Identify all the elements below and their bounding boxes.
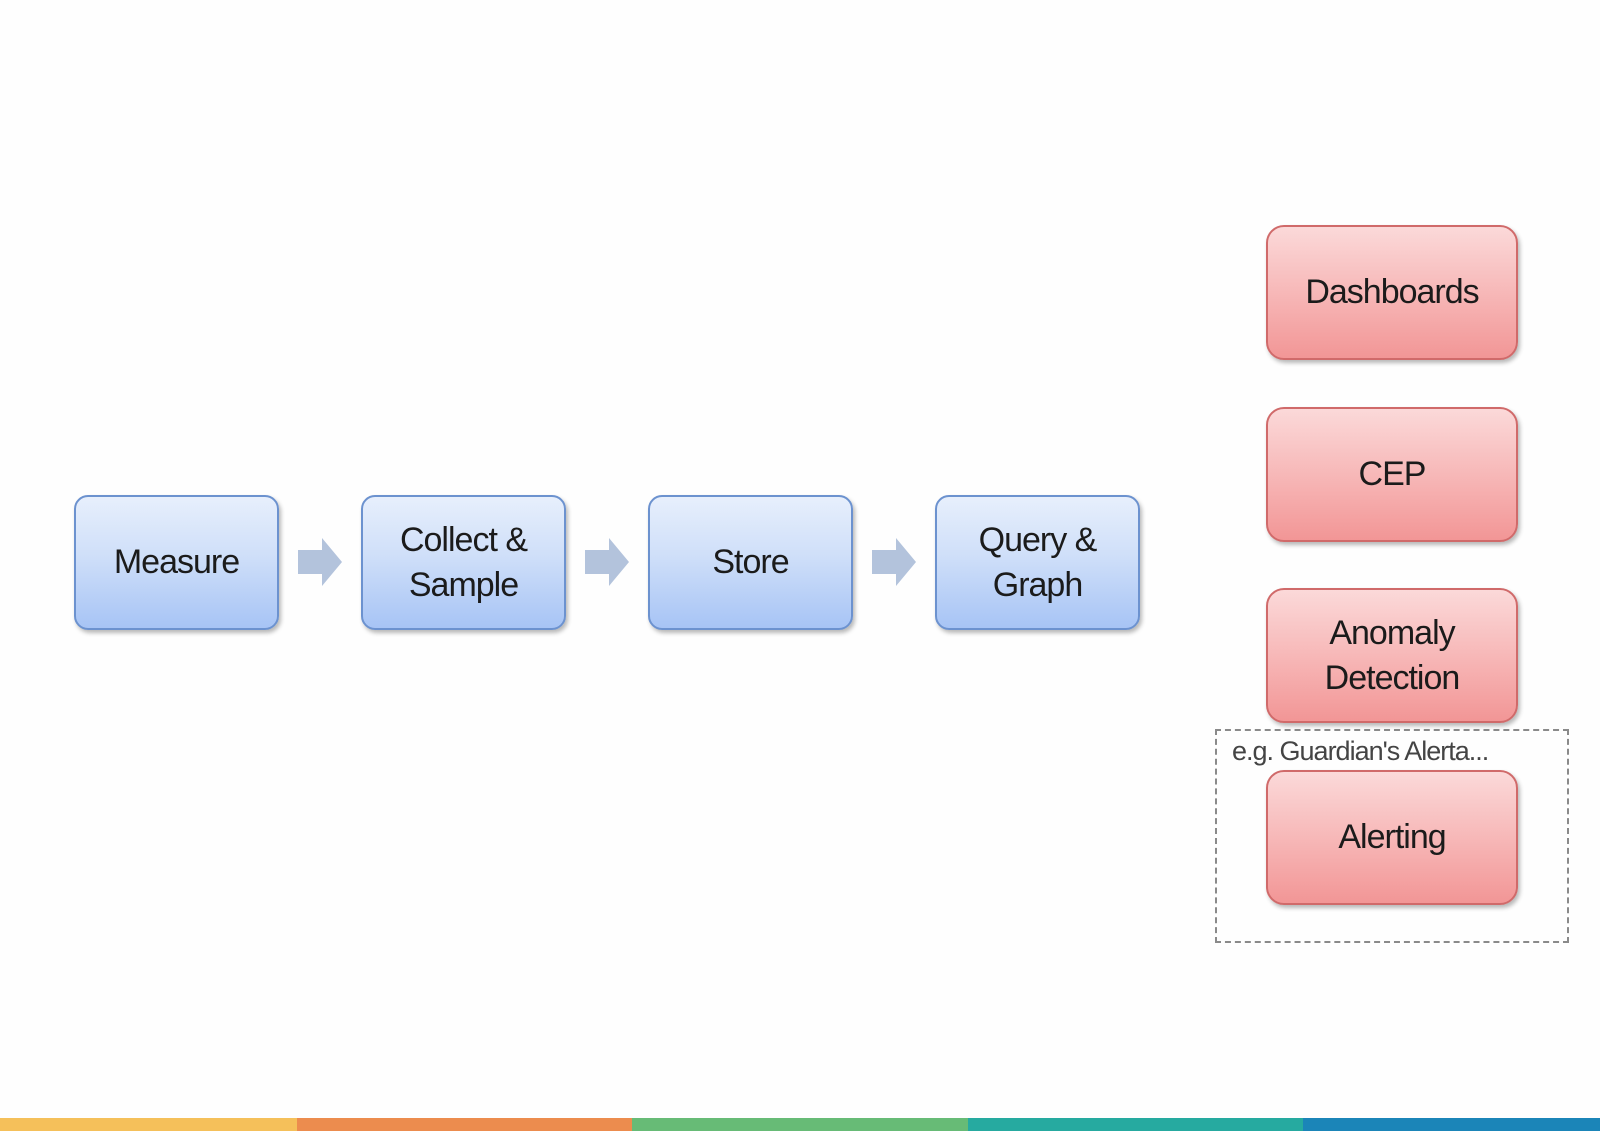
measure-step-label: Measure (113, 543, 240, 582)
color-bar-segment (0, 1118, 297, 1131)
color-bar-segment (632, 1118, 968, 1131)
anomaly-detection-box: Anomaly Detection (1266, 588, 1518, 723)
arrow-icon (585, 538, 629, 586)
bottom-color-bar (0, 1118, 1600, 1131)
alerting-box: Alerting (1266, 770, 1518, 905)
dashboards-label: Dashboards (1305, 273, 1479, 312)
arrow-icon (298, 538, 342, 586)
cep-box: CEP (1266, 407, 1518, 542)
alerting-example-group (1215, 729, 1569, 943)
alerting-label: Alerting (1338, 818, 1446, 857)
color-bar-segment (1303, 1118, 1600, 1131)
color-bar-segment (297, 1118, 632, 1131)
store-step-label: Store (712, 543, 789, 582)
collect-sample-step-label: Collect & Sample (399, 520, 528, 604)
query-graph-step-label: Query & Graph (978, 520, 1098, 604)
arrow-icon (872, 538, 916, 586)
alerting-example-note: e.g. Guardian's Alerta... (1232, 736, 1489, 766)
store-step: Store (648, 495, 853, 630)
cep-label: CEP (1358, 455, 1427, 494)
query-graph-step: Query & Graph (935, 495, 1140, 630)
collect-sample-step: Collect & Sample (361, 495, 566, 630)
dashboards-box: Dashboards (1266, 225, 1518, 360)
color-bar-segment (968, 1118, 1303, 1131)
measure-step: Measure (74, 495, 279, 630)
anomaly-detection-label: Anomaly Detection (1324, 613, 1461, 697)
